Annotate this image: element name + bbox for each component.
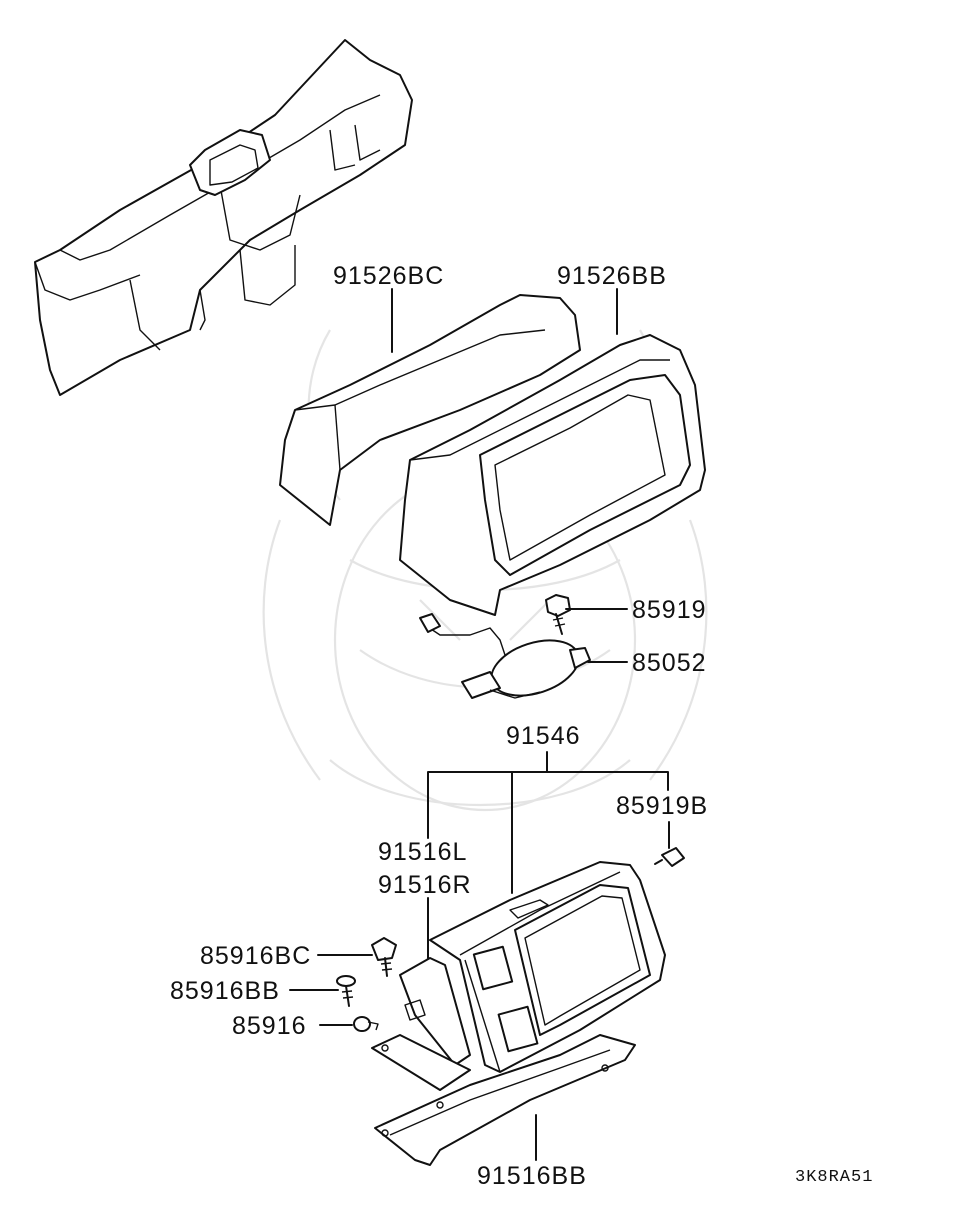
sensor-85052 [419, 613, 591, 699]
label-85916: 85916 [232, 1012, 307, 1040]
bezel-91526bb [399, 334, 706, 616]
diagram-code: 3K8RA51 [795, 1168, 873, 1187]
label-85919: 85919 [632, 596, 707, 624]
bracket-91516lr [371, 957, 471, 1091]
screw-85919b [654, 847, 685, 867]
bolt-85916bc [371, 937, 397, 977]
hood-cover-91526bc [279, 294, 581, 526]
label-91516r: 91516R [378, 871, 472, 899]
label-91526bc: 91526BC [333, 262, 444, 290]
label-85919b: 85919B [616, 792, 708, 820]
clip-85916 [353, 1016, 379, 1032]
leader-lines [289, 288, 670, 1161]
housing-91546 [429, 861, 666, 1073]
label-85916bc: 85916BC [200, 942, 311, 970]
label-91546: 91546 [506, 722, 581, 750]
screw-85916bb [336, 975, 356, 1007]
label-85916bb: 85916BB [170, 977, 280, 1005]
screw-85919 [545, 594, 571, 635]
label-91516l: 91516L [378, 838, 467, 866]
part-labels: 91526BC 91526BB 85919 85052 91546 85919B… [170, 262, 873, 1190]
base-plate-91516bb [374, 1034, 636, 1166]
label-85052: 85052 [632, 649, 707, 677]
label-91526bb: 91526BB [557, 262, 667, 290]
label-91516bb: 91516BB [477, 1162, 587, 1190]
dashboard-panel [34, 39, 413, 396]
